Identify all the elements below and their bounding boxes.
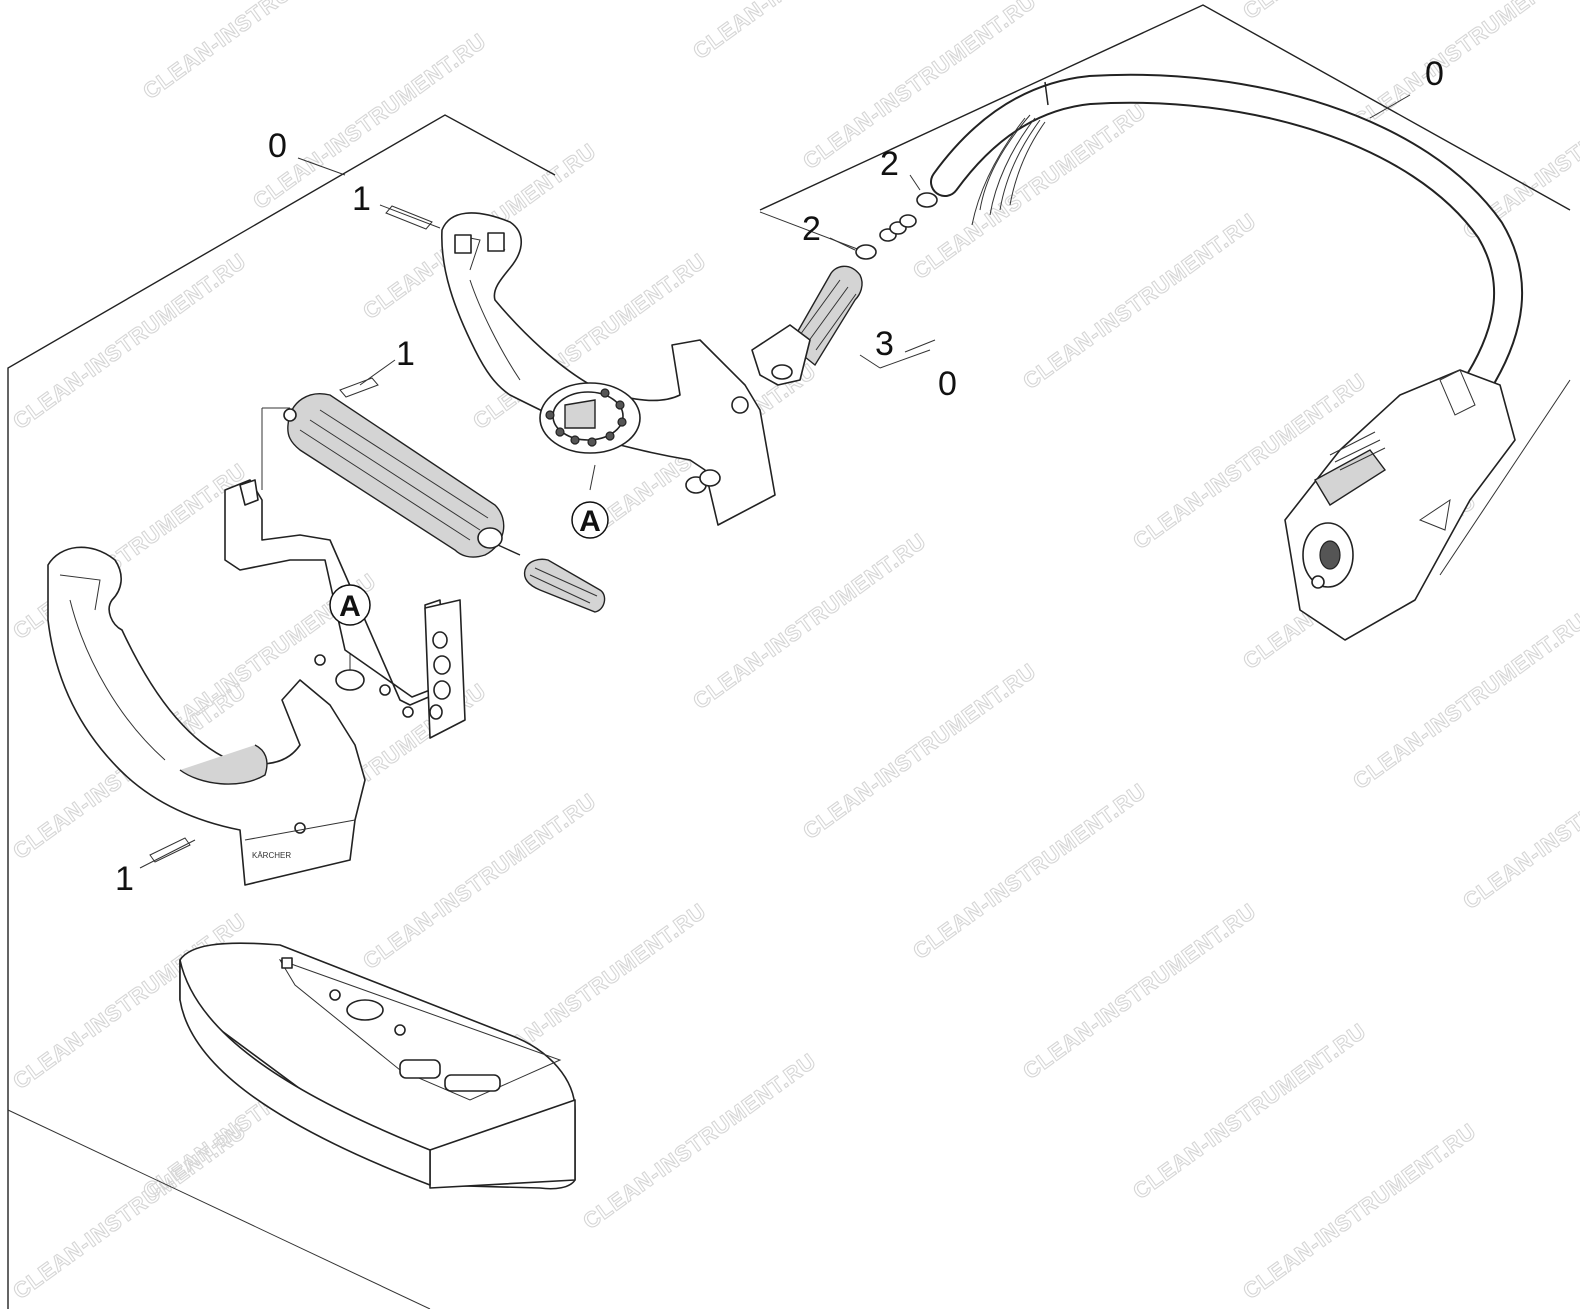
label-3: 3 xyxy=(875,325,894,363)
callout-a-upper: A xyxy=(571,501,609,539)
label-1-top: 1 xyxy=(352,180,371,218)
label-0-mid: 0 xyxy=(938,365,957,403)
watermark: CLEAN-INSTRUMENT.RU xyxy=(358,788,601,974)
watermark: CLEAN-INSTRUMENT.RU xyxy=(8,458,251,644)
steam-hose xyxy=(930,73,1524,395)
watermark: CLEAN-INSTRUMENT.RU xyxy=(8,1118,251,1304)
watermark: CLEAN-INSTRUMENT.RU xyxy=(1128,1018,1371,1204)
watermark-layer: CLEAN-INSTRUMENT.RU CLEAN-INSTRUMENT.RU … xyxy=(8,0,1580,1305)
watermark: CLEAN-INSTRUMENT.RU xyxy=(688,0,931,64)
handle-upper-shell xyxy=(441,212,776,526)
watermark: CLEAN-INSTRUMENT.RU xyxy=(1018,898,1261,1084)
callout-label: A xyxy=(579,505,601,538)
watermark: CLEAN-INSTRUMENT.RU xyxy=(798,0,1041,174)
heating-element xyxy=(283,393,521,558)
watermark: CLEAN-INSTRUMENT.RU xyxy=(1458,728,1580,914)
iron-soleplate xyxy=(179,942,576,1190)
handle-lower-shell: KÄRCHER xyxy=(47,546,366,886)
watermark: CLEAN-INSTRUMENT.RU xyxy=(1238,1118,1481,1304)
watermark: CLEAN-INSTRUMENT.RU xyxy=(908,778,1151,964)
watermark: CLEAN-INSTRUMENT.RU xyxy=(688,528,931,714)
brand-logo: KÄRCHER xyxy=(252,851,291,860)
watermark: CLEAN-INSTRUMENT.RU xyxy=(8,248,251,434)
valve-rod xyxy=(523,558,606,613)
hose-connector-plug xyxy=(1284,369,1516,641)
callout-a-lower: A xyxy=(329,584,371,626)
label-2-upper: 2 xyxy=(880,145,899,183)
label-0-right: 0 xyxy=(1425,55,1444,93)
callout-label: A xyxy=(339,590,361,623)
watermark: CLEAN-INSTRUMENT.RU xyxy=(578,1048,821,1234)
assembly-outline-left xyxy=(7,114,556,1310)
watermark: CLEAN-INSTRUMENT.RU xyxy=(1018,208,1261,394)
label-1-mid: 1 xyxy=(396,335,415,373)
watermark: CLEAN-INSTRUMENT.RU xyxy=(1348,0,1580,134)
label-0-left: 0 xyxy=(268,127,287,165)
watermark: CLEAN-INSTRUMENT.RU xyxy=(138,0,381,104)
watermark: CLEAN-INSTRUMENT.RU xyxy=(1348,608,1580,794)
watermark: CLEAN-INSTRUMENT.RU xyxy=(1238,0,1481,24)
label-1-bottom: 1 xyxy=(115,860,134,898)
watermark: CLEAN-INSTRUMENT.RU xyxy=(798,658,1041,844)
position-labels: 0 0 0 1 1 1 2 2 3 xyxy=(115,55,1444,898)
trigger-switch xyxy=(751,265,863,386)
o-rings xyxy=(855,192,938,260)
assembly-outline-right xyxy=(759,4,1571,576)
label-2-lower: 2 xyxy=(802,210,821,248)
